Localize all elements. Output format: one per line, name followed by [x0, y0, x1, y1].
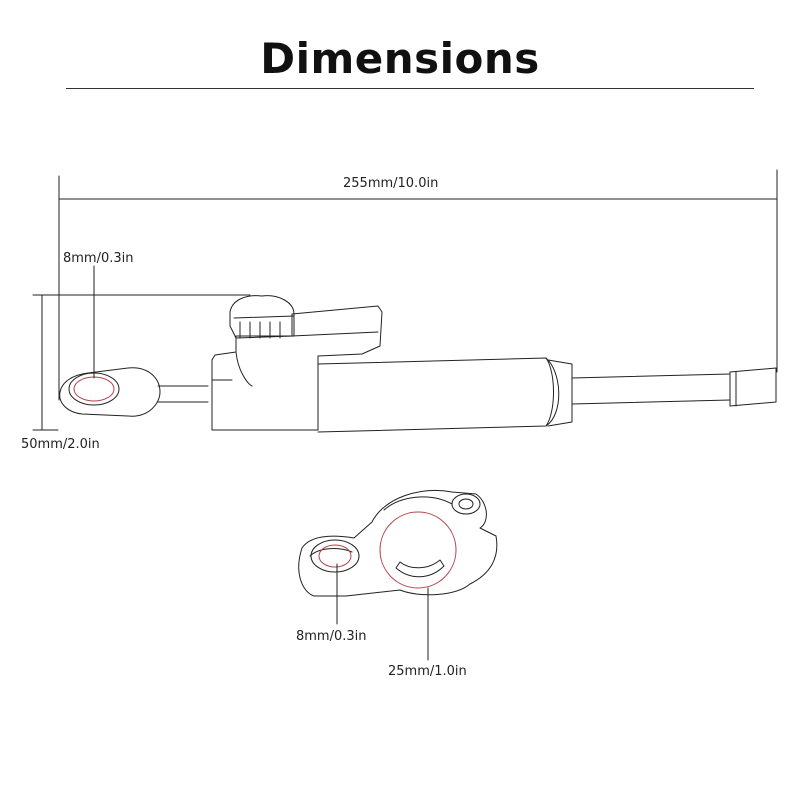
callout-leaders [93, 265, 429, 661]
piston-rod [571, 373, 731, 379]
title-divider [66, 88, 754, 89]
mounting-clamp [298, 490, 498, 597]
eye-bore-label: 8mm/0.3in [63, 251, 134, 266]
rod-end-eye [59, 367, 161, 417]
clamp-outline [298, 490, 498, 597]
clamp-bore [318, 544, 352, 568]
height-label: 50mm/2.0in [21, 437, 100, 452]
adjuster-knob [229, 295, 295, 339]
height-dimension-lines [32, 294, 251, 431]
clamp-bore-label: 8mm/0.3in [296, 629, 367, 644]
clamp-diameter-label: 25mm/1.0in [388, 664, 467, 679]
rod-end-cap [729, 367, 777, 407]
overall-length-label: 255mm/10.0in [343, 176, 439, 191]
damper-body-mount [211, 305, 383, 431]
eye-bore [73, 376, 115, 402]
page-title: Dimensions [260, 34, 540, 83]
damper-cylinder [317, 357, 554, 433]
clamp-bolt [451, 493, 481, 515]
clamp-main-bore [379, 511, 457, 589]
steering-damper [59, 295, 777, 433]
length-dimension-lines [58, 169, 778, 401]
